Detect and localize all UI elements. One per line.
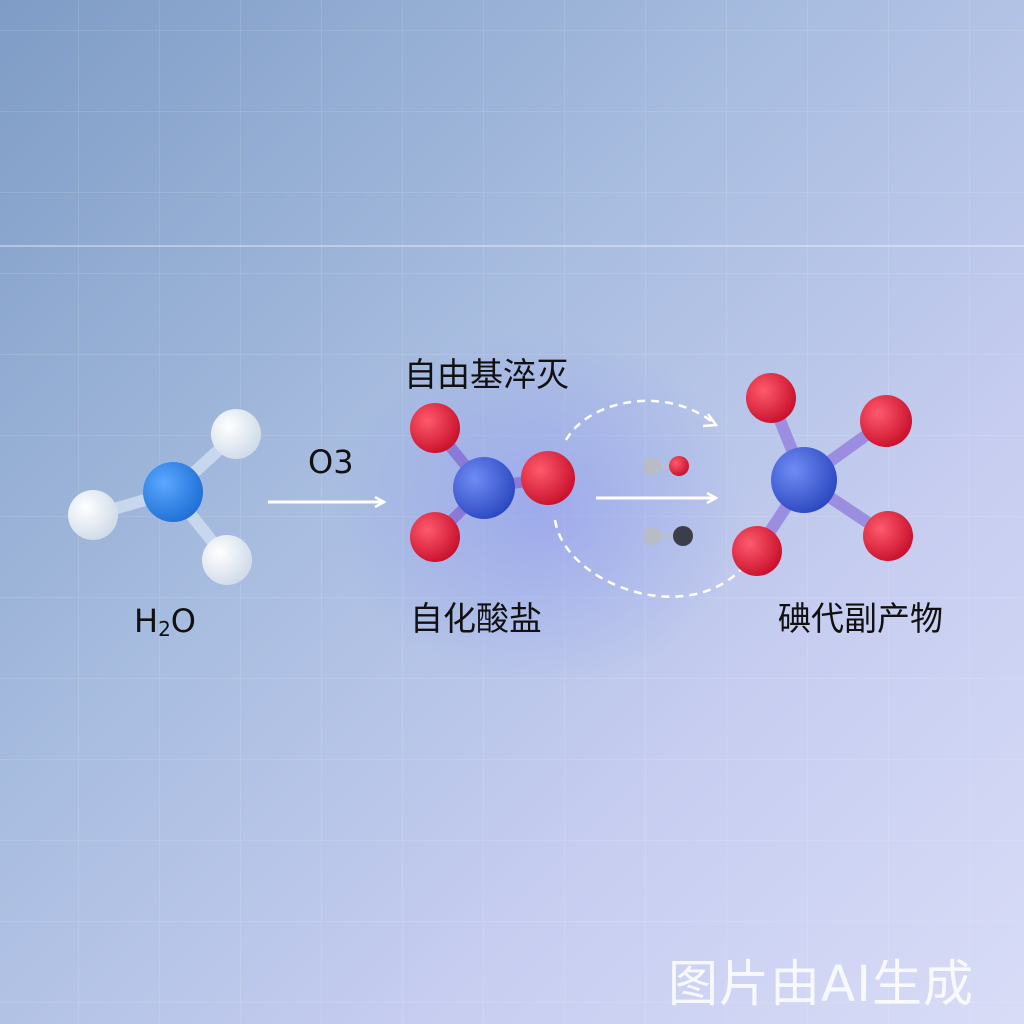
- oxygen-atom: [746, 373, 796, 423]
- small-atom: [643, 457, 661, 475]
- ai-generated-watermark: 图片由AI生成: [668, 955, 974, 1013]
- oxygen-atom: [410, 512, 460, 562]
- small-molecule-2: [643, 526, 693, 546]
- byproduct-label: 碘代副产物: [778, 599, 943, 638]
- oxygen-atom: [521, 451, 575, 505]
- iodate-molecule: [410, 403, 575, 562]
- hydrogen-atom: [68, 490, 118, 540]
- dashed-arrow-top: [564, 399, 717, 441]
- hydrogen-atom: [202, 535, 252, 585]
- oxygen-atom: [732, 526, 782, 576]
- small-atom: [673, 526, 693, 546]
- iodine-center-atom: [453, 457, 515, 519]
- iodine-center-atom: [771, 447, 837, 513]
- ozone-label: O3: [308, 443, 354, 481]
- small-atom: [643, 527, 661, 545]
- small-atom: [669, 456, 689, 476]
- oxygen-atom: [863, 511, 913, 561]
- oxygen-atom: [410, 403, 460, 453]
- water-molecule: [68, 409, 261, 585]
- water-label: H2O: [134, 602, 196, 641]
- small-molecule-1: [643, 456, 689, 476]
- oxygen-atom: [860, 395, 912, 447]
- water-center-atom: [143, 462, 203, 522]
- background-glow: [330, 330, 750, 690]
- radical-quench-label: 自由基淬灭: [404, 355, 569, 394]
- dashed-arrow-top-head: [702, 413, 719, 428]
- iodate-label: 自化酸盐: [410, 599, 542, 638]
- byproduct-molecule: [732, 373, 913, 576]
- hydrogen-atom: [211, 409, 261, 459]
- dashed-arrow-bottom: [553, 519, 746, 598]
- background-band: [0, 245, 1024, 247]
